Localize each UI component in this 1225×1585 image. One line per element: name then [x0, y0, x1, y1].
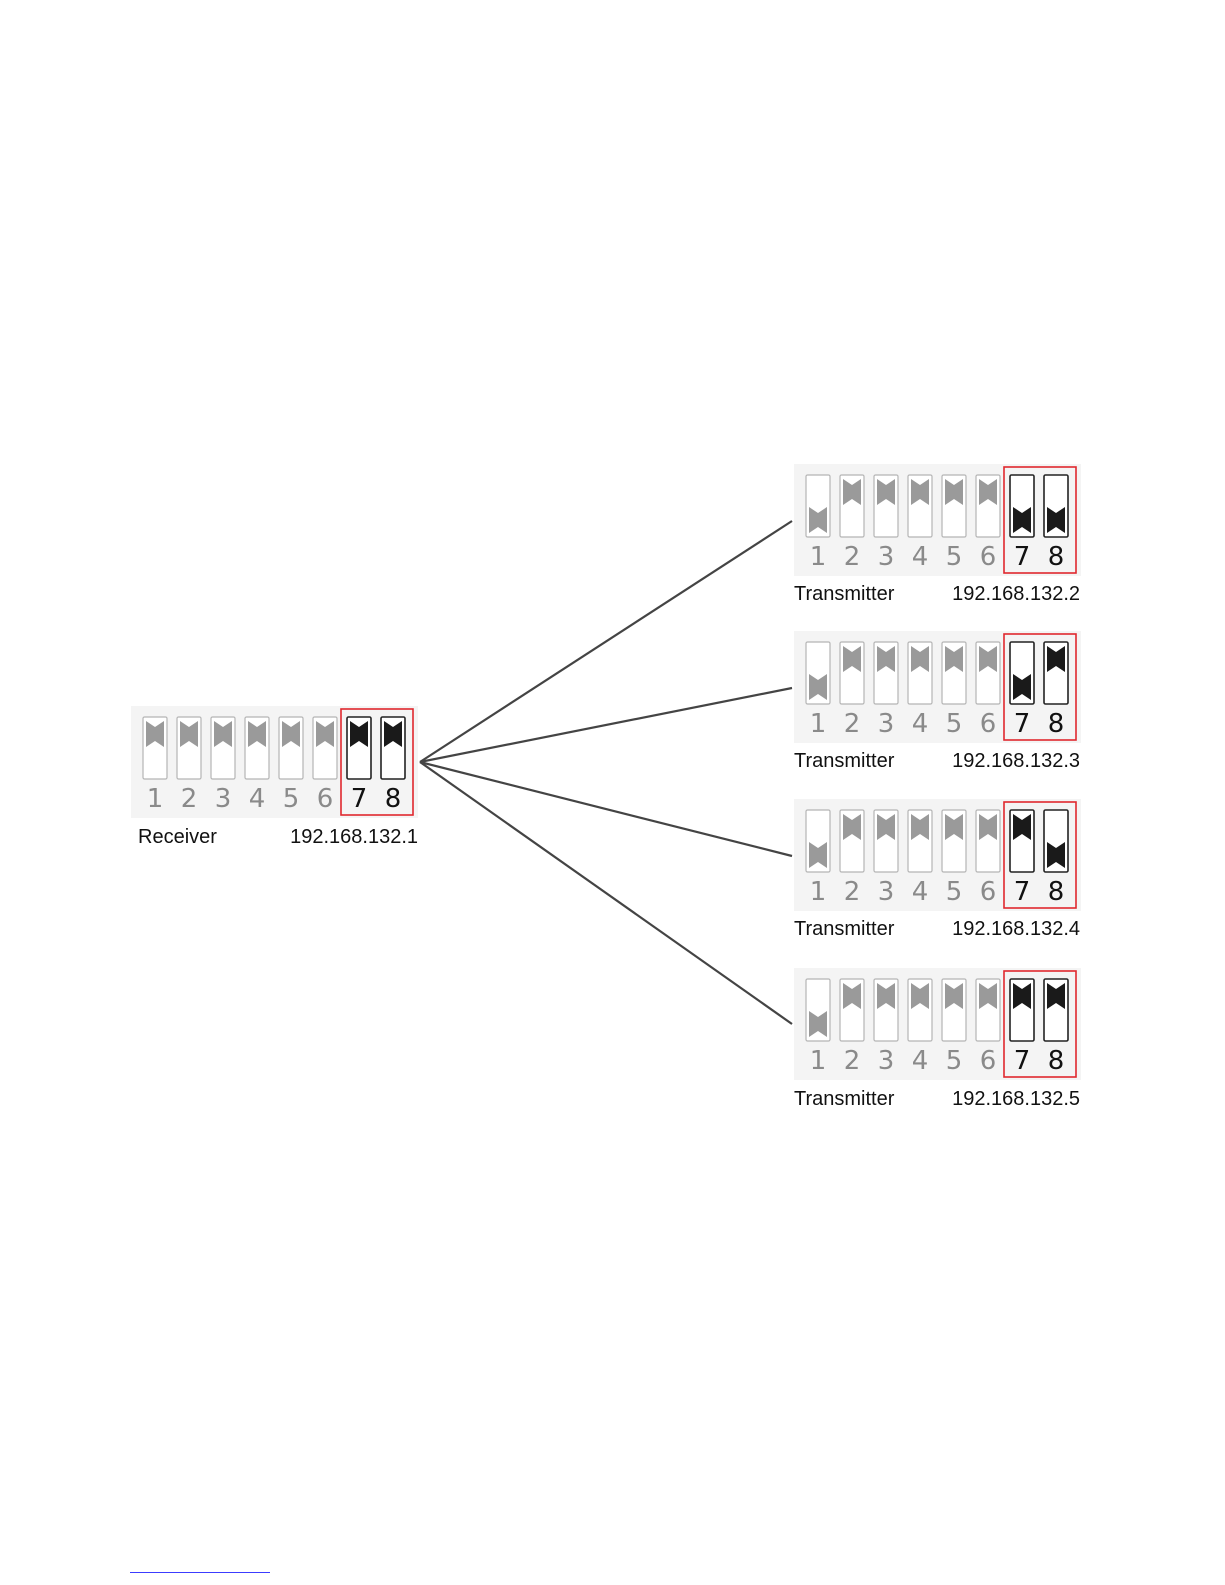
switch-number: 4 — [912, 1046, 929, 1076]
switch-number: 3 — [878, 1046, 895, 1076]
link-receiver-to-transmitter-3 — [420, 762, 792, 856]
switch-number: 8 — [1048, 1046, 1065, 1076]
transmitter-2-panel — [794, 631, 1081, 743]
transmitter-3-label: Transmitter — [794, 918, 894, 941]
switch-number: 8 — [1048, 709, 1065, 739]
receiver-panel — [131, 706, 418, 818]
switch-number: 5 — [946, 877, 963, 907]
switch-number: 5 — [946, 709, 963, 739]
transmitter-3-panel — [794, 799, 1081, 911]
connection-lines — [420, 521, 792, 1024]
transmitter-2-label: Transmitter — [794, 750, 894, 773]
footer-rule — [130, 1572, 270, 1573]
switch-number: 8 — [1048, 542, 1065, 572]
switch-number: 7 — [1014, 542, 1031, 572]
transmitter-1-panel — [794, 464, 1081, 576]
switch-number: 4 — [912, 709, 929, 739]
link-receiver-to-transmitter-4 — [420, 762, 792, 1024]
transmitter-3-ip: 192.168.132.4 — [924, 918, 1080, 941]
transmitter-4-label: Transmitter — [794, 1088, 894, 1111]
switch-number: 2 — [844, 709, 861, 739]
switch-number: 6 — [980, 709, 997, 739]
switch-number: 6 — [980, 1046, 997, 1076]
switch-number: 1 — [810, 709, 827, 739]
switch-number: 1 — [810, 1046, 827, 1076]
receiver-ip: 192.168.132.1 — [262, 826, 418, 849]
switch-number: 3 — [878, 709, 895, 739]
transmitter-4-panel — [794, 968, 1081, 1080]
switch-number: 8 — [385, 784, 402, 814]
switch-number: 7 — [351, 784, 368, 814]
switch-number: 4 — [912, 877, 929, 907]
switch-number: 3 — [215, 784, 232, 814]
receiver-label: Receiver — [138, 826, 217, 849]
switch-number: 2 — [844, 542, 861, 572]
switch-number: 6 — [317, 784, 334, 814]
switch-number: 1 — [810, 877, 827, 907]
switch-number: 7 — [1014, 877, 1031, 907]
switch-number: 7 — [1014, 709, 1031, 739]
switch-number: 3 — [878, 877, 895, 907]
switch-number: 2 — [181, 784, 198, 814]
switch-number: 5 — [946, 542, 963, 572]
switch-number: 2 — [844, 877, 861, 907]
transmitter-2-dip-switch-block: 12345678 — [794, 631, 1081, 743]
switch-number: 4 — [249, 784, 266, 814]
switch-number: 1 — [810, 542, 827, 572]
transmitter-2-ip: 192.168.132.3 — [924, 750, 1080, 773]
switch-number: 1 — [147, 784, 164, 814]
switch-number: 8 — [1048, 877, 1065, 907]
transmitter-1-label: Transmitter — [794, 583, 894, 606]
switch-number: 6 — [980, 877, 997, 907]
switch-number: 6 — [980, 542, 997, 572]
transmitter-4-ip: 192.168.132.5 — [924, 1088, 1080, 1111]
switch-number: 4 — [912, 542, 929, 572]
transmitter-1-ip: 192.168.132.2 — [924, 583, 1080, 606]
switch-number: 7 — [1014, 1046, 1031, 1076]
switch-number: 5 — [946, 1046, 963, 1076]
switch-number: 2 — [844, 1046, 861, 1076]
switch-number: 5 — [283, 784, 300, 814]
switch-number: 3 — [878, 542, 895, 572]
